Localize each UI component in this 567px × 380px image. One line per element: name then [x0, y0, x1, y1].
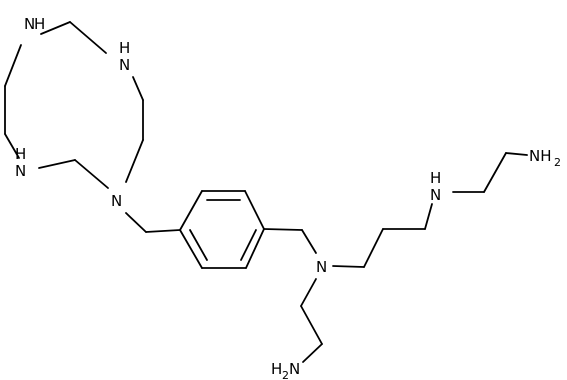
chain-n-tertiary: N — [316, 258, 327, 276]
bond — [424, 203, 433, 230]
bond — [4, 133, 20, 159]
aromatic-inner-bond — [240, 229, 257, 261]
ring-nh-top-left: N H — [24, 15, 45, 33]
bond — [38, 159, 76, 169]
bond — [300, 278, 317, 307]
chain-nh: H N — [430, 169, 441, 204]
ring-n-tertiary: N — [111, 192, 122, 210]
bond — [179, 229, 203, 269]
bond — [74, 159, 109, 189]
bond — [69, 21, 107, 54]
aromatic-inner-bond — [189, 229, 208, 261]
bond — [302, 343, 323, 363]
atom-labels: N H H N H N N N H N NH 2 H 2 N — [15, 15, 561, 380]
bond — [4, 44, 22, 87]
benzene-ring — [179, 190, 265, 269]
bond — [125, 139, 144, 183]
atom-label-h: H — [271, 360, 282, 378]
ring-nh-top-right: H N — [119, 39, 130, 74]
atom-label-n: N — [430, 186, 441, 204]
bond — [132, 76, 144, 101]
bond — [244, 190, 265, 230]
bond — [145, 229, 181, 233]
bond — [363, 228, 384, 268]
bond — [300, 305, 323, 345]
bond — [483, 152, 507, 193]
atom-label-n: N — [289, 360, 300, 378]
macrocycle-ring — [4, 21, 144, 189]
bond — [332, 265, 365, 268]
bond — [125, 212, 147, 233]
atom-label-h: H — [430, 169, 441, 187]
bond — [179, 190, 203, 231]
bond — [301, 229, 317, 254]
atom-label-nh: NH — [529, 147, 552, 165]
bond — [245, 228, 265, 269]
atom-label-n: N — [119, 56, 130, 74]
atom-label-n: N — [24, 15, 35, 33]
bond — [505, 152, 528, 156]
benzyl-linker — [125, 212, 181, 233]
atom-label-n: N — [15, 162, 26, 180]
ring-nh-bottom-left: H N — [15, 145, 26, 180]
amine-left: H 2 N — [271, 360, 300, 380]
atom-label-h: H — [119, 39, 130, 57]
atom-label-h: H — [15, 145, 26, 163]
atom-label-h: H — [34, 15, 45, 33]
bond — [263, 228, 303, 231]
atom-label-subscript: 2 — [282, 369, 289, 380]
atom-label-subscript: 2 — [554, 156, 561, 169]
bond — [40, 21, 71, 35]
right-side-chains — [263, 152, 528, 363]
amine-right: NH 2 — [529, 147, 561, 169]
